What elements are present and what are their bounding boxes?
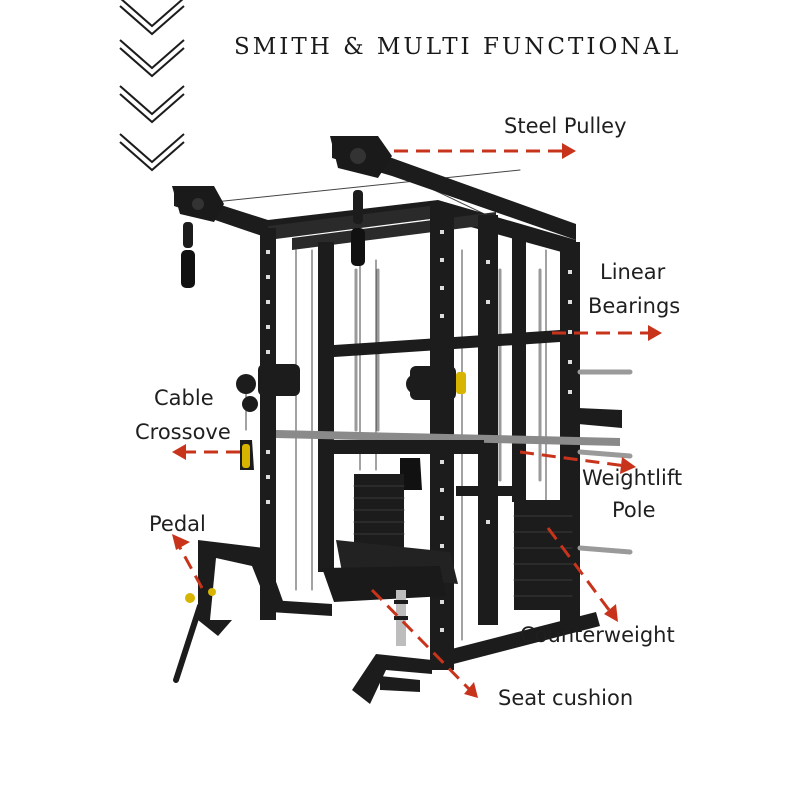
label-pedal: Pedal bbox=[149, 512, 206, 536]
arrow-counterweight bbox=[546, 527, 614, 615]
arrow-weightlift-pole bbox=[519, 450, 627, 468]
label-steel-pulley: Steel Pulley bbox=[504, 114, 627, 138]
label-weightlift-pole-line2: Pole bbox=[612, 498, 656, 522]
arrow-pedal bbox=[176, 543, 204, 589]
label-counterweight: Counterweight bbox=[520, 623, 675, 647]
label-weightlift-pole-line1: Weightlift bbox=[582, 466, 683, 490]
label-cable-crossover-line1: Cable bbox=[154, 386, 214, 410]
chevron-down-icon bbox=[119, 0, 185, 36]
gym-machine bbox=[172, 136, 633, 704]
chevron-down-icon bbox=[119, 85, 185, 124]
arrow-heads bbox=[172, 143, 662, 698]
label-linear-bearings-line2: Bearings bbox=[588, 294, 681, 318]
page-title: SMITH & MULTI FUNCTIONAL bbox=[234, 34, 682, 60]
label-seat-cushion: Seat cushion bbox=[498, 686, 634, 710]
chevron-down-icon bbox=[119, 133, 185, 172]
annotation-arrows bbox=[176, 149, 652, 692]
chevron-stack bbox=[119, 0, 185, 172]
label-linear-bearings-line1: Linear bbox=[600, 260, 666, 284]
chevron-down-icon bbox=[119, 39, 185, 78]
label-cable-crossover-line2: Crossove bbox=[135, 420, 231, 444]
arrow-seat-cushion bbox=[370, 588, 472, 692]
